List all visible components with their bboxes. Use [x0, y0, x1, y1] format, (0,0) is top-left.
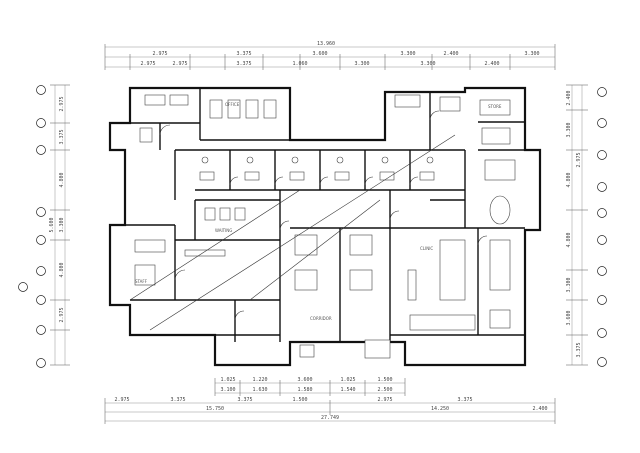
bottom-dim: 3.600 — [297, 377, 312, 383]
bottom-total-dimension: 27.749 — [321, 415, 339, 421]
bottom-dim: 1.540 — [340, 387, 355, 393]
room-label: STAFF — [135, 279, 148, 284]
left-dim: 5.600 — [49, 217, 55, 232]
bottom-dim: 3.100 — [220, 387, 235, 393]
bottom-dim: 3.375 — [457, 397, 472, 403]
right-dim: 3.300 — [566, 277, 572, 292]
bottom-dim: 14.250 — [431, 406, 449, 412]
top-dim: 2.400 — [443, 51, 458, 57]
right-dim: 3.375 — [576, 342, 582, 357]
left-dim: 4.800 — [59, 262, 65, 277]
top-dim: 3.375 — [236, 61, 251, 67]
top-dimension-lines: 13.960 2.975 3.375 3.600 3.300 2.400 3.3… — [104, 41, 556, 70]
right-dim: 4.800 — [566, 232, 572, 247]
top-dim: 3.600 — [312, 51, 327, 57]
right-dimension-lines: 2.400 3.300 4.800 4.800 3.300 3.600 3.37… — [566, 84, 588, 366]
grid-bubbles-left — [18, 85, 46, 368]
top-dim: 2.975 — [152, 51, 167, 57]
right-dim: 2.975 — [576, 152, 582, 167]
grid-bubbles-right — [597, 87, 607, 367]
left-dim: 2.975 — [59, 96, 65, 111]
top-dim: 1.060 — [292, 61, 307, 67]
left-dim: 3.300 — [59, 217, 65, 232]
top-dim: 3.300 — [400, 51, 415, 57]
room-label: CLINIC — [420, 246, 433, 251]
consultation-fixtures — [199, 156, 435, 181]
bottom-dim: 2.400 — [532, 406, 547, 412]
bottom-dim: 1.025 — [220, 377, 235, 383]
top-dim: 2.975 — [140, 61, 155, 67]
door-swings — [159, 110, 488, 321]
bottom-dim: 1.500 — [292, 397, 307, 403]
room-label: OFFICE — [225, 102, 240, 107]
interior-walls — [125, 88, 525, 342]
bottom-dim: 1.500 — [377, 377, 392, 383]
bottom-dim: 2.500 — [377, 387, 392, 393]
office-furniture — [139, 94, 516, 225]
room-label: WAITING — [215, 228, 232, 233]
top-dim: 3.300 — [354, 61, 369, 67]
bottom-dim: 3.375 — [237, 397, 252, 403]
room-labels: OFFICE WAITING CLINIC CORRIDOR STAFF STO… — [135, 102, 502, 321]
top-dim: 3.375 — [236, 51, 251, 57]
exterior-walls — [108, 86, 542, 367]
bottom-dim: 2.975 — [114, 397, 129, 403]
right-block-fixtures — [407, 239, 511, 331]
top-dim: 3.300 — [420, 61, 435, 67]
right-dim: 3.600 — [566, 310, 572, 325]
bottom-dim: 1.630 — [252, 387, 267, 393]
top-total-dimension: 13.960 — [317, 41, 335, 47]
left-dim: 4.800 — [59, 172, 65, 187]
right-dim: 2.400 — [566, 90, 572, 105]
bottom-dimension-lines: 1.025 1.220 3.600 1.025 1.500 3.100 1.63… — [104, 377, 556, 424]
left-dim: 2.975 — [59, 307, 65, 322]
left-dimension-lines: 2.975 3.375 4.800 3.300 4.800 2.975 5.60… — [49, 84, 70, 366]
top-dim: 2.975 — [172, 61, 187, 67]
right-dim: 3.300 — [566, 122, 572, 137]
diagonal-service-lines — [129, 134, 456, 331]
left-dim: 3.375 — [59, 129, 65, 144]
middle-block-fixtures — [134, 207, 391, 359]
bottom-dim: 3.375 — [170, 397, 185, 403]
bottom-dim: 1.580 — [297, 387, 312, 393]
room-label: CORRIDOR — [310, 316, 332, 321]
bottom-dim: 1.025 — [340, 377, 355, 383]
bottom-dim: 2.975 — [377, 397, 392, 403]
bottom-dim: 15.750 — [206, 406, 224, 412]
room-label: STORE — [488, 104, 502, 109]
bottom-dim: 1.220 — [252, 377, 267, 383]
top-dim: 2.400 — [484, 61, 499, 67]
right-dim: 4.800 — [566, 172, 572, 187]
top-dim: 3.300 — [524, 51, 539, 57]
